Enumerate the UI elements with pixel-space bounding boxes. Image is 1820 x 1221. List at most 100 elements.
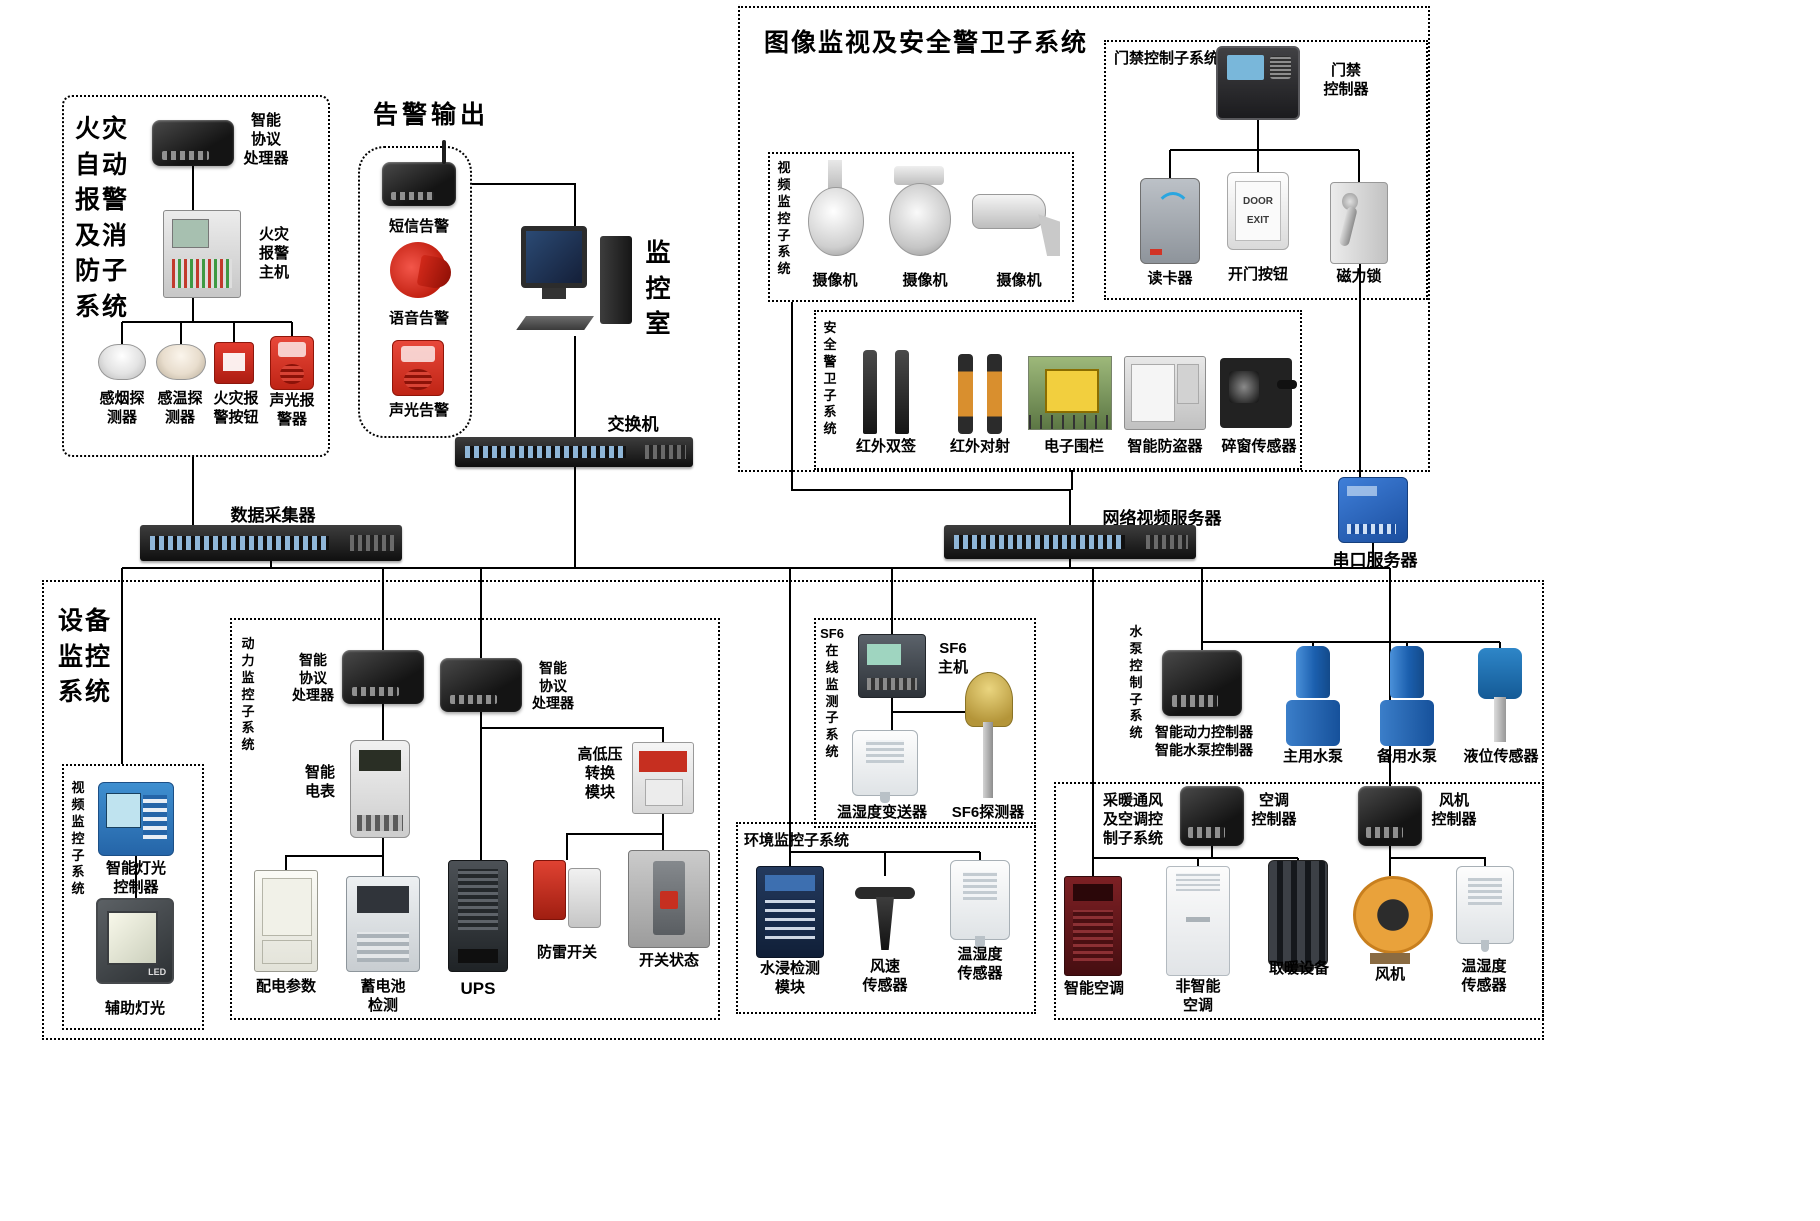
video-surveillance-title: 视 频 监 控 子 系 统 (777, 160, 791, 277)
main-pump-label: 主用水泵 (1282, 748, 1343, 765)
heat-detector-label: 感温探 测器 (157, 390, 203, 426)
heater-label: 取暖设备 (1268, 960, 1329, 977)
distribution-cabinet (254, 870, 318, 972)
card-reader-label: 读卡器 (1147, 270, 1193, 287)
sound-light-alarm-label: 声光告警 (388, 402, 449, 419)
keyboard-icon (516, 316, 595, 331)
light-controller-device (98, 782, 174, 856)
level-sensor-device (1472, 648, 1528, 742)
sf6-detector-label: SF6探测器 (951, 804, 1025, 821)
th-sensor-2-label: 温湿度 传感器 (1461, 958, 1507, 994)
led-text: LED (148, 967, 167, 978)
pump-title: 水 泵 控 制 子 系 统 (1129, 624, 1143, 741)
equipment-system-title: 设备 监控 系统 (57, 607, 112, 706)
env-title: 环境监控子系统 (744, 832, 850, 849)
alarm-output-box (358, 146, 472, 438)
protocol-processor-1-label: 智能 协议 处理器 (292, 652, 334, 703)
nvr-switch (944, 525, 1196, 559)
monitoring-computer (516, 226, 634, 336)
alarm-output-title: 告警输出 (372, 101, 489, 129)
window-break-label: 碎窗传感器 (1221, 438, 1297, 455)
hvac-box (1054, 782, 1544, 1020)
voice-alarm-label: 语音告警 (388, 310, 449, 327)
magnetic-lock-label: 磁力锁 (1336, 268, 1382, 285)
smart-meter-device (350, 740, 410, 838)
video-surveillance-box (768, 152, 1074, 302)
ir-dual-label: 红外双签 (855, 438, 916, 455)
sms-alarm-device (382, 140, 456, 206)
power-monitoring-title: 动 力 监 控 子 系 统 (241, 636, 255, 753)
bullet-camera-label: 摄像机 (996, 272, 1042, 289)
level-sensor-label: 液位传感器 (1463, 748, 1539, 765)
smoke-detector-label: 感烟探 测器 (99, 390, 145, 426)
lightning-label: 防雷开关 (536, 944, 597, 961)
pc-tower-icon (599, 235, 632, 324)
battery-label: 蓄电池 检测 (360, 978, 406, 1014)
electric-fence-label: 电子围栏 (1043, 438, 1104, 455)
distribution-label: 配电参数 (255, 978, 316, 995)
sf6-title: SF6 在 线 监 测 子 系 统 (820, 626, 844, 760)
ptz-camera-label: 摄像机 (902, 272, 948, 289)
th-sensor-label: 温湿度 传感器 (957, 946, 1003, 982)
monitor-room-label: 监 控 室 (645, 239, 673, 338)
data-collector-device (140, 525, 402, 561)
hv-module-label: 高低压 转换 模块 (577, 746, 623, 801)
water-detect-module (756, 866, 824, 958)
equip-video-box (62, 764, 204, 1030)
access-controller-device (1216, 46, 1300, 120)
burglar-alarm-device (1124, 356, 1206, 430)
protocol-processor-1 (342, 650, 424, 704)
backup-pump (1376, 646, 1438, 746)
image-security-title: 图像监视及安全警卫子系统 (764, 29, 1089, 57)
door-button-label: 开门按钮 (1227, 266, 1288, 283)
burglar-alarm-label: 智能防盗器 (1127, 438, 1203, 455)
th-transmitter-label: 温湿度变送器 (836, 804, 927, 821)
hv-module-device (632, 742, 694, 814)
data-collector-label: 数据采集器 (230, 506, 316, 525)
access-control-box (1104, 40, 1428, 300)
ptz-camera (884, 166, 954, 262)
floor-ac (1166, 866, 1230, 976)
floor-ac-label: 非智能 空调 (1175, 978, 1221, 1014)
nvr-label: 网络视频服务器 (1102, 509, 1222, 528)
lightning-switch-device (530, 860, 604, 928)
ir-beam-detector (950, 354, 1010, 434)
fire-alarm-button-label: 火灾报 警按钮 (213, 390, 259, 426)
equip-video-title: 视 频 监 控 子 系 统 (71, 780, 85, 897)
image-security-box (738, 6, 1430, 472)
security-guard-box (814, 310, 1302, 470)
pump-controller-label: 智能动力控制器 智能水泵控制器 (1155, 724, 1253, 758)
water-detect-label: 水浸检测 模块 (759, 960, 820, 996)
core-switch-label: 交换机 (607, 415, 659, 434)
ac-controller-device (1180, 786, 1244, 846)
wind-sensor-label: 风速 传感器 (862, 958, 908, 994)
fire-sounder (270, 336, 314, 390)
voice-alarm-horn (390, 242, 446, 298)
smart-ac-cabinet (1064, 876, 1122, 976)
fire-subsystem-box (62, 95, 330, 457)
power-monitoring-box (230, 618, 720, 1020)
card-reader-device (1140, 178, 1200, 264)
fan-label: 风机 (1374, 966, 1405, 983)
fan-device (1348, 876, 1433, 964)
th-transmitter-device (852, 730, 918, 803)
wind-sensor-device (852, 876, 918, 954)
door-exit-button-face: DOOR EXIT (1234, 181, 1282, 241)
led-floodlight: LED (96, 898, 174, 984)
electric-fence-photo (1028, 356, 1112, 430)
fire-sounder-label: 声光报 警器 (269, 392, 315, 428)
access-control-title: 门禁控制子系统 (1114, 50, 1220, 67)
dome-camera-label: 摄像机 (812, 272, 858, 289)
th-sensor-device (950, 860, 1010, 949)
ups-cabinet (448, 860, 508, 972)
aux-light-label: 辅助灯光 (104, 1000, 165, 1017)
fan-controller-label: 风机 控制器 (1431, 792, 1477, 828)
battery-tester (346, 876, 420, 972)
ir-dual-detector (854, 350, 918, 434)
fire-protocol-processor-label: 智能 协议 处理器 (243, 112, 289, 167)
dome-camera (806, 160, 864, 262)
door-exit-button: DOOR EXIT (1227, 172, 1289, 250)
bullet-camera (972, 184, 1064, 256)
protocol-processor-2-label: 智能 协议 处理器 (532, 660, 574, 711)
